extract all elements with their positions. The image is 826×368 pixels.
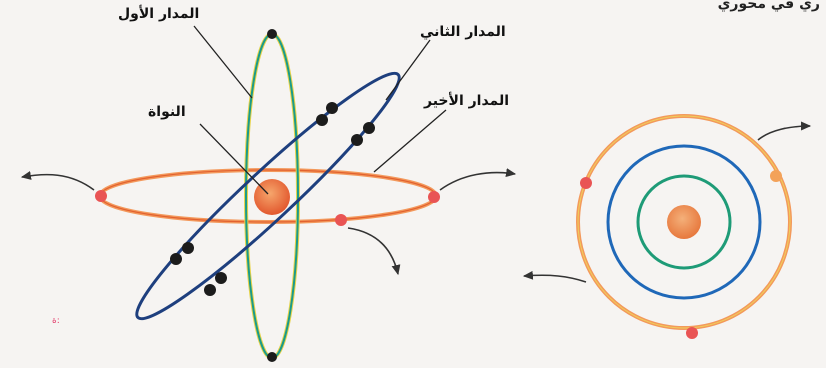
electron-red <box>686 327 698 339</box>
label-second-orbit: المدار الثاني <box>420 24 506 40</box>
electron <box>316 114 328 126</box>
electron <box>170 253 182 265</box>
electron <box>326 102 338 114</box>
motion-arrow <box>22 175 94 190</box>
leader-line <box>374 110 446 172</box>
label-last-orbit: المدار الأخير <box>424 93 509 109</box>
motion-arrow <box>524 275 586 282</box>
motion-arrow <box>348 228 398 274</box>
motion-arrow <box>440 173 515 190</box>
electron-red <box>335 214 347 226</box>
nucleus-right <box>667 205 701 239</box>
electron <box>267 352 277 362</box>
label-first-orbit: المدار الأول <box>118 6 199 22</box>
leader-line <box>200 124 268 194</box>
left-atom-model <box>22 26 515 362</box>
header-text: ري في محوري <box>718 0 820 12</box>
electron <box>351 134 363 146</box>
electron <box>182 242 194 254</box>
electron <box>363 122 375 134</box>
leader-line <box>194 26 252 98</box>
electron-red <box>95 190 107 202</box>
corner-mark: ﺓ: <box>52 316 60 326</box>
label-nucleus: النواة <box>148 104 186 120</box>
electron <box>267 29 277 39</box>
electron <box>215 272 227 284</box>
motion-arrow <box>758 126 810 140</box>
right-atom-model <box>524 116 810 339</box>
electron-red <box>580 177 592 189</box>
leader-line <box>386 40 430 100</box>
electron-red <box>428 191 440 203</box>
electron <box>204 284 216 296</box>
electron-orange <box>770 170 782 182</box>
